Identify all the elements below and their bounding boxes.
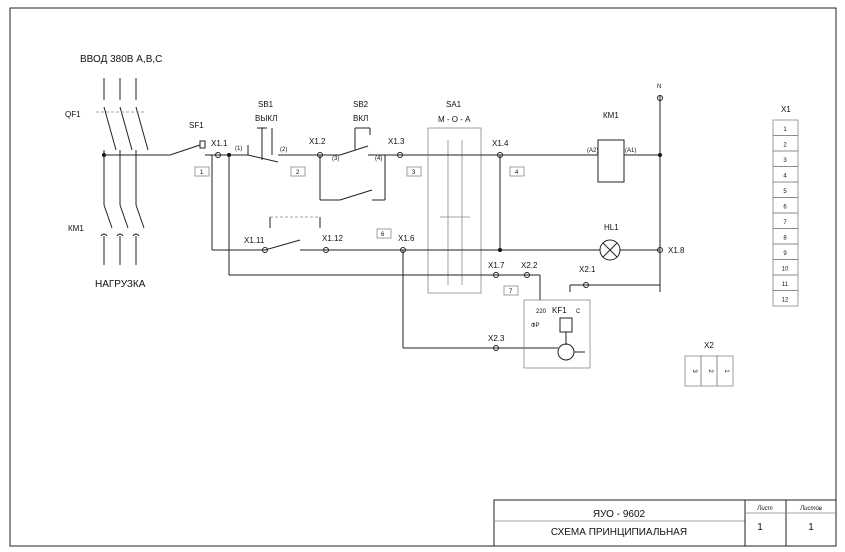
- sa1-label: SA1: [446, 100, 462, 109]
- wire-4: 4: [515, 170, 519, 176]
- terminal-x1-11: X1.11: [244, 236, 265, 245]
- sheets-value: 1: [808, 522, 814, 533]
- terminal-x1-8: X1.8: [668, 246, 685, 255]
- wire-3: 3: [412, 170, 416, 176]
- x1-cell-label: 6: [783, 205, 787, 211]
- terminal-x1-3: X1.3: [388, 137, 405, 146]
- qf1-label: QF1: [65, 110, 81, 119]
- wire-number-boxes: [194, 166, 525, 296]
- x1-cell-label: 4: [783, 174, 787, 180]
- terminal-x1-7: X1.7: [488, 261, 505, 270]
- x1-cell-label: 3: [783, 158, 787, 164]
- x2-cell: [716, 355, 734, 387]
- wire-1: 1: [200, 170, 204, 176]
- wire-7: 7: [509, 289, 513, 295]
- x2-cell-label: 2: [707, 369, 713, 373]
- x2-block-title: X2: [704, 341, 714, 350]
- x1-cell-label: 11: [782, 282, 789, 288]
- km1-a2-label: (А2): [587, 148, 598, 154]
- sheets-label: Листов: [799, 506, 822, 512]
- kf1-photo-label: ФР: [531, 323, 540, 329]
- x1-cell-label: 8: [783, 236, 787, 242]
- sb1-label: SB1: [258, 100, 274, 109]
- contact-1: (1): [235, 146, 242, 152]
- x2-cell-label: 1: [723, 369, 729, 373]
- power-lines: [96, 78, 149, 265]
- x1-cell-label: 1: [783, 127, 787, 133]
- wire-6: 6: [381, 232, 385, 238]
- sheet-label: Лист: [756, 506, 772, 512]
- contact-3: (3): [332, 156, 339, 162]
- x1-cell-label: 10: [782, 267, 789, 273]
- terminal-x1-2: X1.2: [309, 137, 326, 146]
- contact-2: (2): [280, 147, 287, 153]
- km1-power-label: КМ1: [68, 224, 84, 233]
- terminal-x1-12: X1.12: [322, 234, 343, 243]
- sheet-value: 1: [757, 522, 763, 533]
- sa1-sub-label: М - О - А: [438, 115, 471, 124]
- x2-terminal-block: 3 2 1: [684, 355, 734, 387]
- drawing-name: СХЕМА ПРИНЦИПИАЛЬНАЯ: [551, 527, 687, 538]
- sb2-label: SB2: [353, 100, 369, 109]
- drawing-frame: [9, 7, 837, 547]
- input-label: ВВОД 380В А,В,С: [80, 54, 162, 65]
- x2-cell-label: 3: [691, 369, 697, 373]
- drawing-code: ЯУО - 9602: [593, 509, 646, 520]
- hl1-label: HL1: [604, 223, 619, 232]
- x1-cell: [772, 290, 799, 307]
- title-block: [493, 499, 837, 547]
- terminal-x2-1: X2.1: [579, 265, 596, 274]
- x1-cell-label: 9: [783, 251, 787, 257]
- x1-block-title: X1: [781, 105, 791, 114]
- terminal-x1-4: X1.4: [492, 139, 509, 148]
- kf1-220-label: 220: [536, 309, 547, 315]
- contact-4: (4): [375, 156, 382, 162]
- sb1-sub-label: ВЫКЛ: [255, 114, 277, 123]
- x1-cell-label: 12: [782, 298, 789, 304]
- neutral-label: N: [657, 84, 661, 90]
- sf1-label: SF1: [189, 121, 204, 130]
- x1-cell-label: 7: [783, 220, 787, 226]
- sb2-sub-label: ВКЛ: [353, 114, 368, 123]
- terminal-x2-2: X2.2: [521, 261, 538, 270]
- kf1-label: KF1: [552, 306, 567, 315]
- terminal-x1-6: X1.6: [398, 234, 415, 243]
- km1-a1-label: (А1): [625, 148, 636, 154]
- x1-cell-label: 5: [783, 189, 787, 195]
- terminal-markers: [215, 95, 663, 351]
- load-label: НАГРУЗКА: [95, 279, 146, 290]
- control-wiring: [104, 95, 662, 369]
- terminal-x1-1: X1.1: [211, 139, 228, 148]
- x1-cell-label: 2: [783, 143, 787, 149]
- kf1-c-label: C: [576, 309, 581, 315]
- km1-coil-label: КМ1: [603, 111, 619, 120]
- wire-2: 2: [296, 170, 300, 176]
- terminal-x2-3: X2.3: [488, 334, 505, 343]
